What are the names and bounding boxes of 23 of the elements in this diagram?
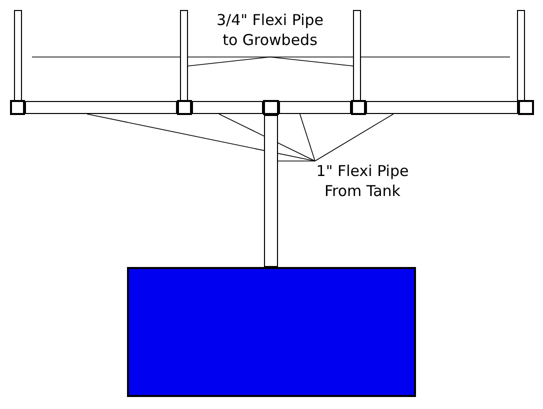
manifold-pipe <box>279 101 351 114</box>
riser-pipe <box>180 10 188 101</box>
manifold-pipe <box>192 101 263 114</box>
tank <box>127 267 416 397</box>
leader-line <box>188 56 270 66</box>
leader-line <box>86 114 316 162</box>
manifold-pipe <box>25 101 177 114</box>
pipe-fitting <box>263 100 279 115</box>
leader-line <box>314 114 394 162</box>
pipe-fitting <box>518 100 534 115</box>
pipe-fitting <box>10 100 25 115</box>
pipe-fitting <box>177 100 192 115</box>
riser-pipe <box>517 10 525 101</box>
riser-pipe <box>14 10 22 101</box>
leader-line <box>270 56 354 66</box>
supply-pipe <box>264 115 278 267</box>
riser-pipe <box>353 10 361 101</box>
leader-line <box>299 114 316 162</box>
leader-line <box>278 160 316 162</box>
pipe-label: 1" Flexi Pipe From Tank <box>315 161 410 201</box>
pipe-label: 3/4" Flexi Pipe to Growbeds <box>215 10 324 50</box>
manifold-pipe <box>366 101 518 114</box>
pipe-fitting <box>351 100 366 115</box>
